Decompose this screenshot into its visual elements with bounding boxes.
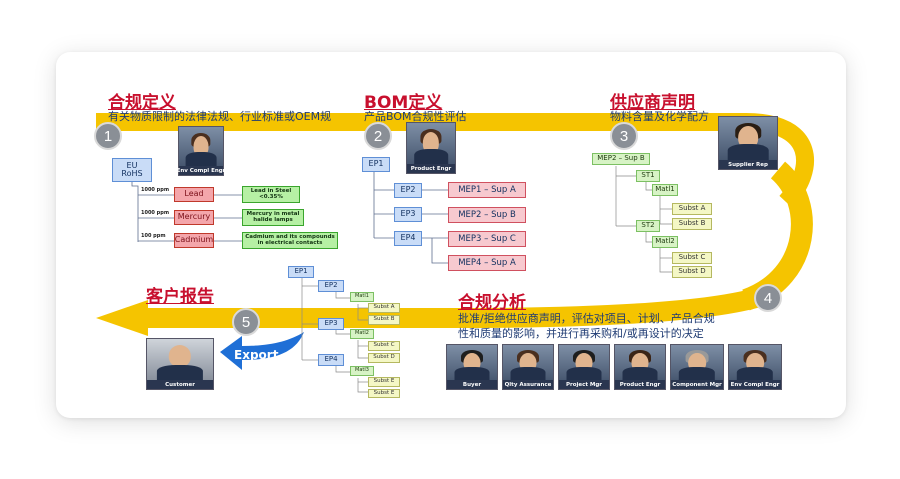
- stage-3-title: 供应商声明: [610, 93, 695, 113]
- bom-part-box: MEP3 – Sup C: [448, 231, 526, 247]
- team-photo: Buyer: [446, 344, 498, 390]
- team-caption: Product Engr: [615, 380, 665, 389]
- stage-1-title: 合规定义: [108, 93, 176, 113]
- report-subst: Subst A: [368, 303, 400, 313]
- report-subst: Subst E: [368, 389, 400, 398]
- report-node: Matl3: [350, 366, 374, 376]
- supplier-root: MEP2 – Sup B: [592, 153, 650, 165]
- diagram-card: 合规定义 有关物质限制的法律法规、行业标准或OEM规 1 Env Compl E…: [56, 52, 846, 418]
- bom-ep-box: EP4: [394, 231, 422, 246]
- exemption-note: Mercury in metal halide lamps: [242, 209, 304, 226]
- bom-part-box: MEP2 – Sup B: [448, 207, 526, 223]
- substance-box: Mercury: [174, 210, 214, 225]
- stage-1-number: 1: [94, 122, 122, 150]
- stage-2-title: BOM定义: [364, 93, 443, 113]
- substance-box: Lead: [174, 187, 214, 202]
- bom-part-box: MEP1 – Sup A: [448, 182, 526, 198]
- ppm-label: 1000 ppm: [141, 187, 170, 193]
- supplier-subst: Subst C: [672, 252, 712, 264]
- product-engr-photo: Product Engr: [406, 122, 456, 174]
- report-node: EP2: [318, 280, 344, 292]
- supplier-node: Matl2: [652, 236, 678, 248]
- env-compl-engr-caption: Env Compl Engr: [176, 166, 226, 175]
- bom-ep-box: EP2: [394, 183, 422, 198]
- team-photo: Env Compl Engr: [728, 344, 782, 390]
- report-subst: Subst B: [368, 315, 400, 325]
- supplier-subst: Subst D: [672, 266, 712, 278]
- team-caption: Component Mgr: [671, 380, 723, 389]
- regulation-connectors: [131, 182, 242, 242]
- bom-ep-box: EP3: [394, 207, 422, 222]
- stage-5-title: 客户报告: [146, 287, 214, 307]
- report-node: EP1: [288, 266, 314, 278]
- stage-3-subtitle: 物料含量及化学配方: [610, 110, 709, 123]
- report-node: Matl2: [350, 329, 374, 339]
- report-subst: Subst E: [368, 377, 400, 387]
- report-subst: Subst C: [368, 341, 400, 351]
- stage-4-subtitle-line1: 批准/拒绝供应商声明，评估对项目、计划、产品合规: [458, 312, 715, 325]
- supplier-subst: Subst B: [672, 218, 712, 230]
- supplier-node: Matl1: [652, 184, 678, 196]
- bom-connectors: [373, 172, 448, 264]
- team-caption: Env Compl Engr: [729, 380, 781, 389]
- substance-box: Cadmium: [174, 233, 214, 248]
- stage-1-subtitle: 有关物质限制的法律法规、行业标准或OEM规: [108, 110, 332, 123]
- export-label: Export: [234, 348, 279, 362]
- bom-part-box: MEP4 – Sup A: [448, 255, 526, 271]
- customer-caption: Customer: [147, 380, 213, 389]
- report-subst: Subst D: [368, 353, 400, 363]
- team-caption: Qlty Assurance: [503, 380, 553, 389]
- ppm-label: 1000 ppm: [141, 210, 170, 216]
- eu-rohs-box: EU RoHS: [112, 158, 152, 182]
- stage-5-number: 5: [232, 308, 260, 336]
- supplier-node: ST2: [636, 220, 660, 232]
- bom-root: EP1: [362, 157, 390, 172]
- stage-4-subtitle-line2: 性和质量的影响，并进行再采购和/或再设计的决定: [458, 327, 704, 340]
- product-engr-caption: Product Engr: [407, 164, 455, 173]
- team-caption: Project Mgr: [559, 380, 609, 389]
- report-node: EP3: [318, 318, 344, 330]
- stage-2-subtitle: 产品BOM合规性评估: [364, 110, 467, 123]
- team-photo: Product Engr: [614, 344, 666, 390]
- stage-3-number: 3: [610, 122, 638, 150]
- report-connectors: [301, 278, 368, 393]
- supplier-rep-caption: Supplier Rep: [719, 160, 777, 169]
- exemption-note: Cadmium and its compounds in electrical …: [242, 232, 338, 249]
- team-photo: Component Mgr: [670, 344, 724, 390]
- env-compl-engr-photo: Env Compl Engr: [176, 126, 226, 176]
- customer-photo: Customer: [146, 338, 214, 390]
- team-caption: Buyer: [447, 380, 497, 389]
- supplier-connectors: [615, 166, 672, 273]
- supplier-node: ST1: [636, 170, 660, 182]
- exemption-note: Lead in Steel <0.35%: [242, 186, 300, 203]
- team-photo: Project Mgr: [558, 344, 610, 390]
- supplier-subst: Subst A: [672, 203, 712, 215]
- stage-4-title: 合规分析: [458, 293, 526, 313]
- supplier-rep-photo: Supplier Rep: [718, 116, 778, 170]
- stage-4-number: 4: [754, 284, 782, 312]
- team-photo: Qlty Assurance: [502, 344, 554, 390]
- ppm-label: 100 ppm: [141, 233, 166, 239]
- stage-2-number: 2: [364, 122, 392, 150]
- report-node: EP4: [318, 354, 344, 366]
- export-arrow: [220, 332, 304, 370]
- report-node: Matl1: [350, 292, 374, 302]
